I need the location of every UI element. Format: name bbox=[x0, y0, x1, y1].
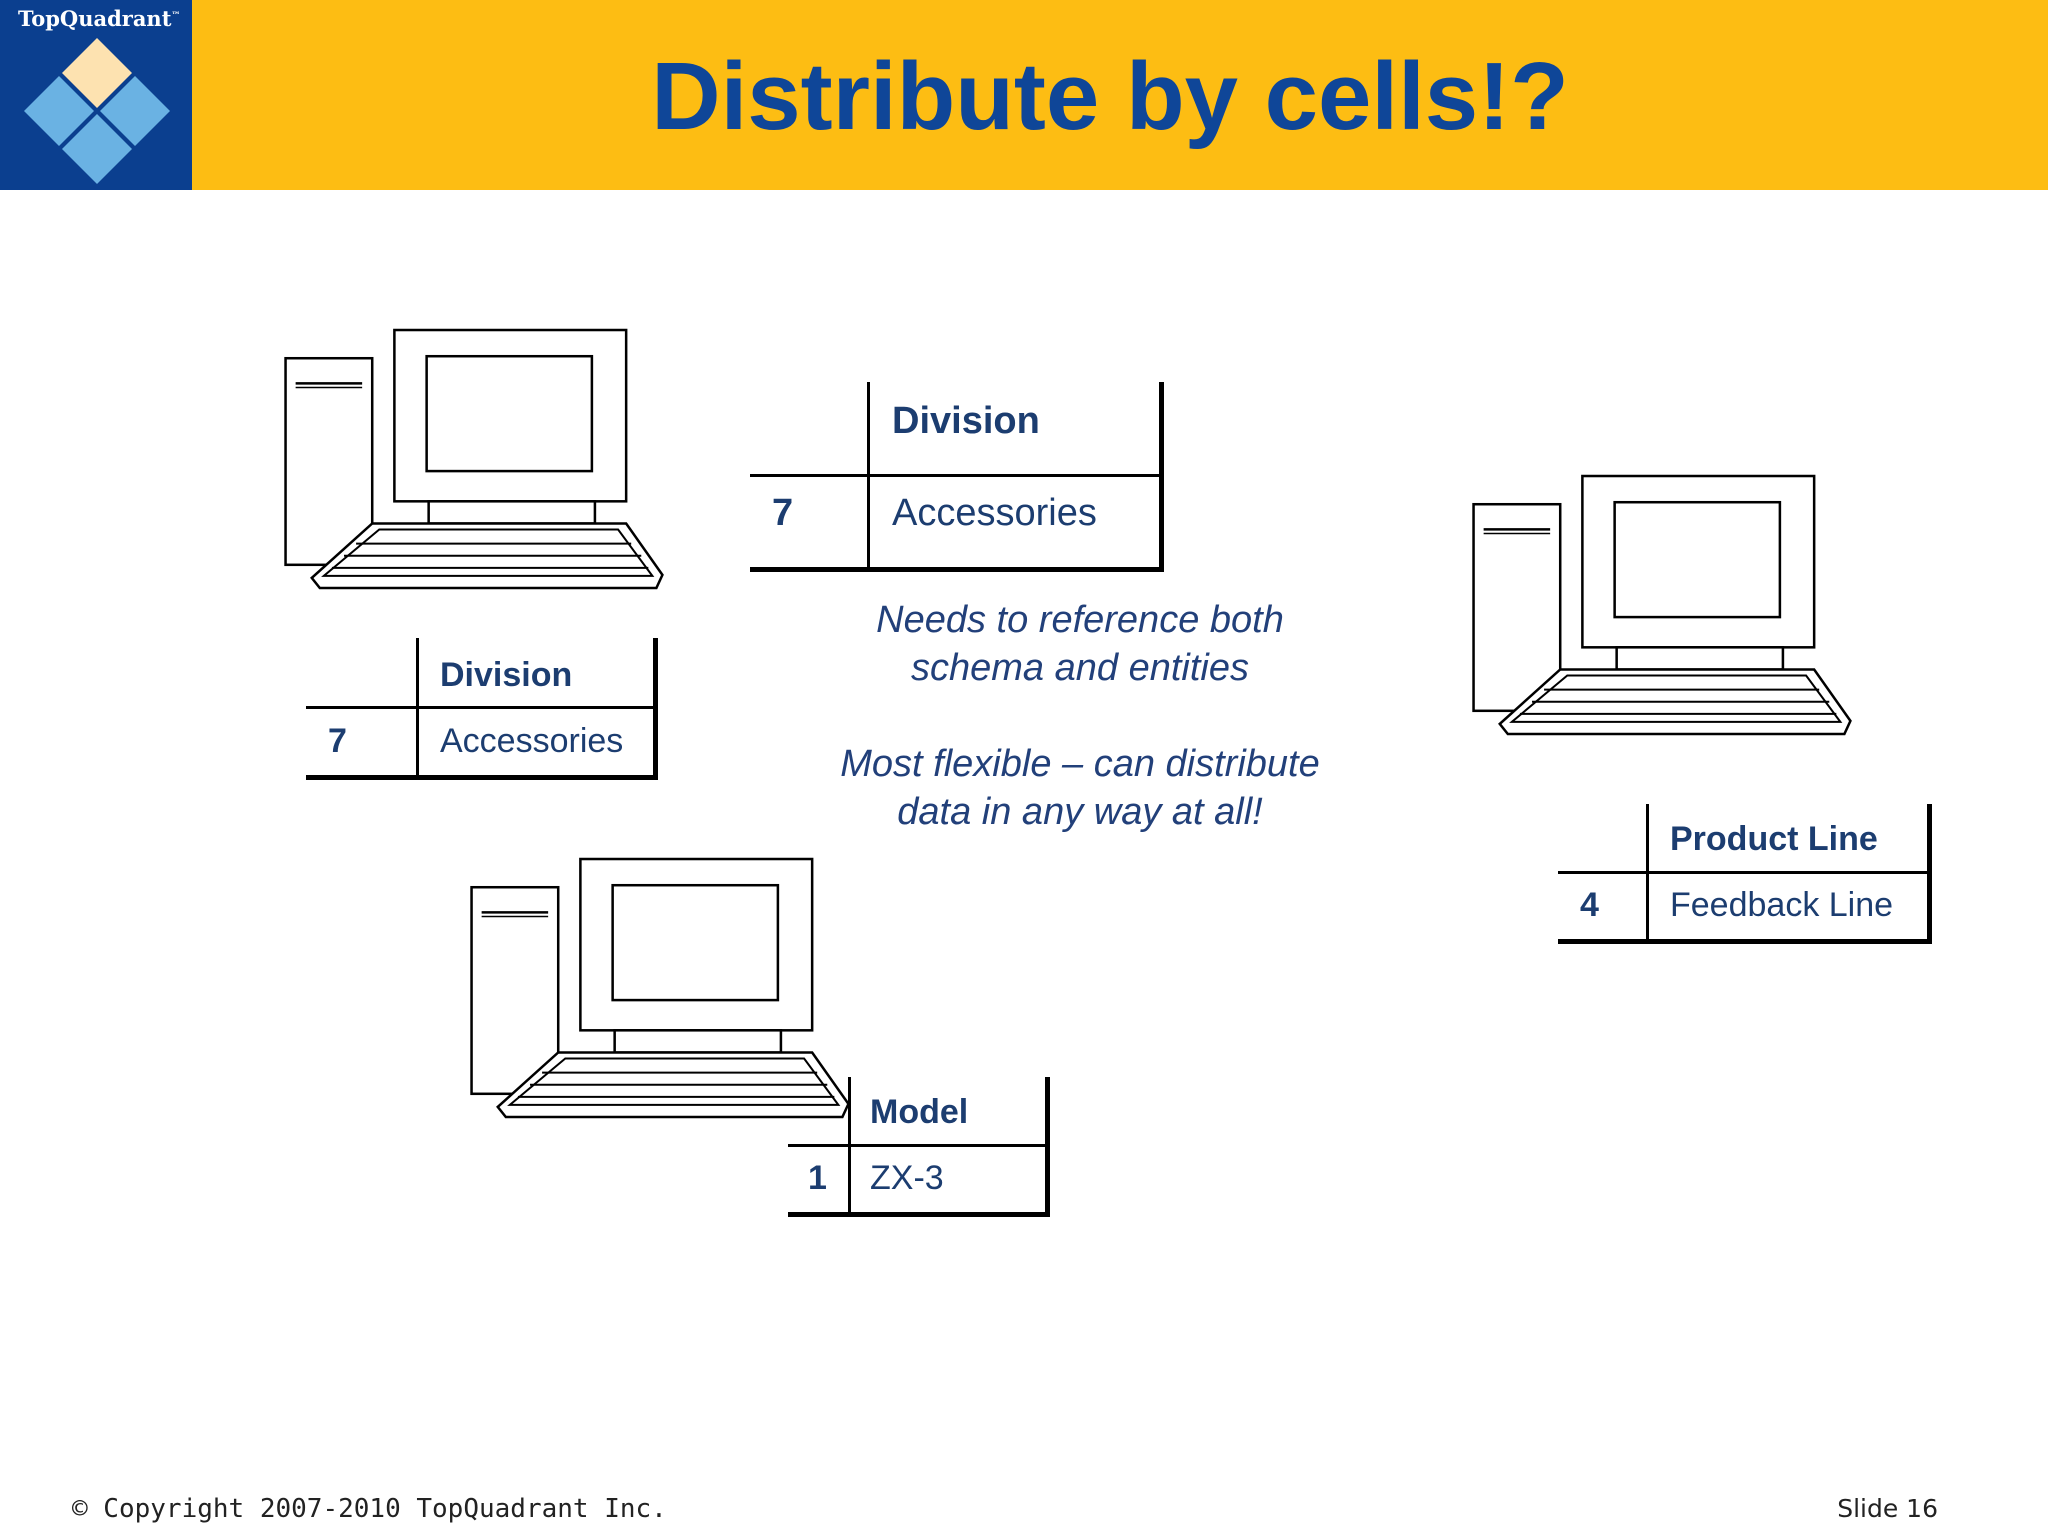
cell-table-division-left: Division 7 Accessories bbox=[306, 638, 658, 780]
table-cell-value: ZX-3 bbox=[870, 1159, 944, 1197]
note-line: data in any way at all! bbox=[897, 791, 1263, 833]
table-row-divider bbox=[306, 706, 658, 709]
table-header: Division bbox=[440, 656, 573, 694]
header-bar bbox=[0, 0, 2048, 190]
table-right-border bbox=[1045, 1077, 1050, 1217]
table-bottom-border bbox=[788, 1212, 1050, 1217]
note-line: Needs to reference both bbox=[876, 599, 1284, 641]
table-column-divider bbox=[1646, 804, 1649, 944]
table-column-divider bbox=[848, 1077, 851, 1217]
table-row-index: 4 bbox=[1580, 886, 1599, 924]
computer-icon bbox=[1472, 474, 1852, 736]
table-right-border bbox=[1159, 382, 1164, 572]
cell-table-product-line: Product Line 4 Feedback Line bbox=[1558, 804, 1932, 944]
computer-icon bbox=[470, 857, 850, 1119]
topquadrant-logo: TopQuadrant™ bbox=[0, 0, 192, 190]
table-header: Product Line bbox=[1670, 820, 1878, 858]
table-row-index: 1 bbox=[808, 1159, 827, 1197]
slide-number: Slide 16 bbox=[1837, 1494, 1938, 1523]
table-right-border bbox=[1927, 804, 1932, 944]
cell-table-model: Model 1 ZX-3 bbox=[788, 1077, 1050, 1217]
table-bottom-border bbox=[1558, 939, 1932, 944]
table-row-divider bbox=[750, 474, 1164, 477]
logo-wordmark: TopQuadrant™ bbox=[18, 6, 181, 31]
table-row-divider bbox=[788, 1144, 1050, 1147]
logo-diamond-icon bbox=[24, 38, 170, 184]
table-header: Division bbox=[892, 400, 1040, 442]
cell-table-division-center: Division 7 Accessories bbox=[750, 382, 1164, 572]
note-schema-entities: Needs to reference both schema and entit… bbox=[800, 596, 1360, 692]
table-cell-value: Accessories bbox=[892, 492, 1097, 534]
table-bottom-border bbox=[306, 775, 658, 780]
table-cell-value: Accessories bbox=[440, 722, 624, 760]
note-line: schema and entities bbox=[911, 647, 1249, 689]
table-row-index: 7 bbox=[772, 492, 794, 534]
computer-icon bbox=[284, 328, 664, 590]
table-cell-value: Feedback Line bbox=[1670, 886, 1894, 924]
table-column-divider bbox=[867, 382, 870, 572]
note-most-flexible: Most flexible – can distribute data in a… bbox=[780, 740, 1380, 836]
copyright-notice: © Copyright 2007-2010 TopQuadrant Inc. bbox=[72, 1494, 667, 1524]
table-header: Model bbox=[870, 1093, 969, 1131]
slide-title: Distribute by cells!? bbox=[651, 43, 1569, 150]
table-column-divider bbox=[416, 638, 419, 780]
table-row-divider bbox=[1558, 871, 1932, 874]
table-row-index: 7 bbox=[328, 722, 347, 760]
note-line: Most flexible – can distribute bbox=[840, 743, 1320, 785]
table-bottom-border bbox=[750, 567, 1164, 572]
table-right-border bbox=[653, 638, 658, 780]
